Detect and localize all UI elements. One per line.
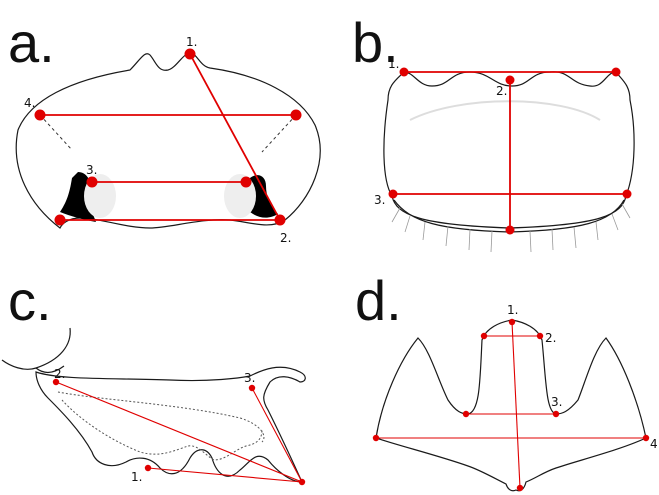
panel-c: c. 2. 3. 1. bbox=[1, 269, 306, 486]
panel-c-point-2 bbox=[52, 378, 60, 386]
panel-c-line-1 bbox=[147, 467, 303, 483]
panel-c-upper-segment-2 bbox=[35, 365, 65, 374]
panel-a-label-2: 2. bbox=[280, 231, 291, 245]
panel-b-label-1: 1. bbox=[388, 57, 399, 71]
panel-d-point-1-top bbox=[508, 318, 516, 326]
panel-a: a. 1. 4. 3. 2. bbox=[8, 11, 321, 245]
panel-b-point-3-right bbox=[622, 189, 632, 199]
panel-c-outline bbox=[35, 366, 306, 483]
panel-d-point-1-bottom bbox=[516, 484, 524, 492]
panel-c-point-1 bbox=[144, 464, 152, 472]
panel-d-point-4-left bbox=[372, 434, 380, 442]
panel-a-dashed-left bbox=[39, 114, 73, 151]
panel-letter-c: c. bbox=[8, 269, 52, 332]
panel-c-line-2 bbox=[55, 381, 303, 483]
panel-a-point-2-left bbox=[54, 214, 66, 226]
panel-d-outline bbox=[375, 319, 647, 492]
panel-c-dotted-outer bbox=[57, 391, 265, 443]
panel-c-label-2: 2. bbox=[54, 367, 65, 381]
panel-b: b. 1. bbox=[352, 11, 635, 253]
panel-d-point-3-right bbox=[552, 410, 560, 418]
panel-a-head-outline bbox=[15, 51, 321, 229]
panel-a-point-4-left bbox=[34, 109, 46, 121]
panel-d-label-2: 2. bbox=[545, 331, 556, 345]
panel-a-label-1: 1. bbox=[186, 35, 197, 49]
panel-b-point-2-bottom bbox=[505, 225, 515, 235]
panel-c-label-3: 3. bbox=[244, 371, 255, 385]
panel-b-point-2-top bbox=[505, 75, 515, 85]
panel-b-point-3-left bbox=[388, 189, 398, 199]
panel-letter-b: b. bbox=[352, 11, 399, 74]
panel-b-label-2: 2. bbox=[496, 84, 507, 98]
panel-a-dashed-right bbox=[261, 114, 297, 153]
panel-a-point-3-left bbox=[86, 176, 98, 188]
panel-a-point-1 bbox=[184, 48, 196, 60]
panel-b-setae bbox=[391, 203, 631, 253]
panel-c-point-3 bbox=[248, 384, 256, 392]
panel-d-point-2-right bbox=[536, 332, 544, 340]
panel-c-label-1: 1. bbox=[131, 470, 142, 484]
panel-b-point-1-left bbox=[399, 67, 409, 77]
panel-d-point-4-right bbox=[642, 434, 650, 442]
panel-a-point-3-right bbox=[240, 176, 252, 188]
panel-letter-d: d. bbox=[355, 269, 402, 332]
panel-a-mandible-right bbox=[249, 175, 278, 218]
panel-d: d. 1. 2. 3. 4 bbox=[355, 269, 658, 492]
panel-a-point-2-right bbox=[274, 214, 286, 226]
panel-d-label-3: 3. bbox=[551, 395, 562, 409]
panel-c-line-3 bbox=[251, 387, 303, 483]
panel-b-label-3: 3. bbox=[374, 193, 385, 207]
panel-a-line-1 bbox=[189, 53, 281, 221]
panel-d-label-4: 4 bbox=[650, 437, 658, 451]
panel-d-point-2-left bbox=[480, 332, 488, 340]
panel-a-point-4-right bbox=[290, 109, 302, 121]
panel-b-outline bbox=[383, 71, 635, 229]
panel-c-upper-segment bbox=[1, 327, 71, 370]
panel-b-point-1-right bbox=[611, 67, 621, 77]
panel-a-label-4: 4. bbox=[24, 96, 35, 110]
panel-d-line-1 bbox=[511, 321, 521, 489]
panel-d-point-3-left bbox=[462, 410, 470, 418]
panel-a-label-3: 3. bbox=[86, 163, 97, 177]
panel-letter-a: a. bbox=[8, 11, 55, 74]
panel-c-point-apex bbox=[298, 478, 306, 486]
panel-d-label-1: 1. bbox=[507, 303, 518, 317]
panel-b-inner-curve bbox=[409, 100, 601, 121]
